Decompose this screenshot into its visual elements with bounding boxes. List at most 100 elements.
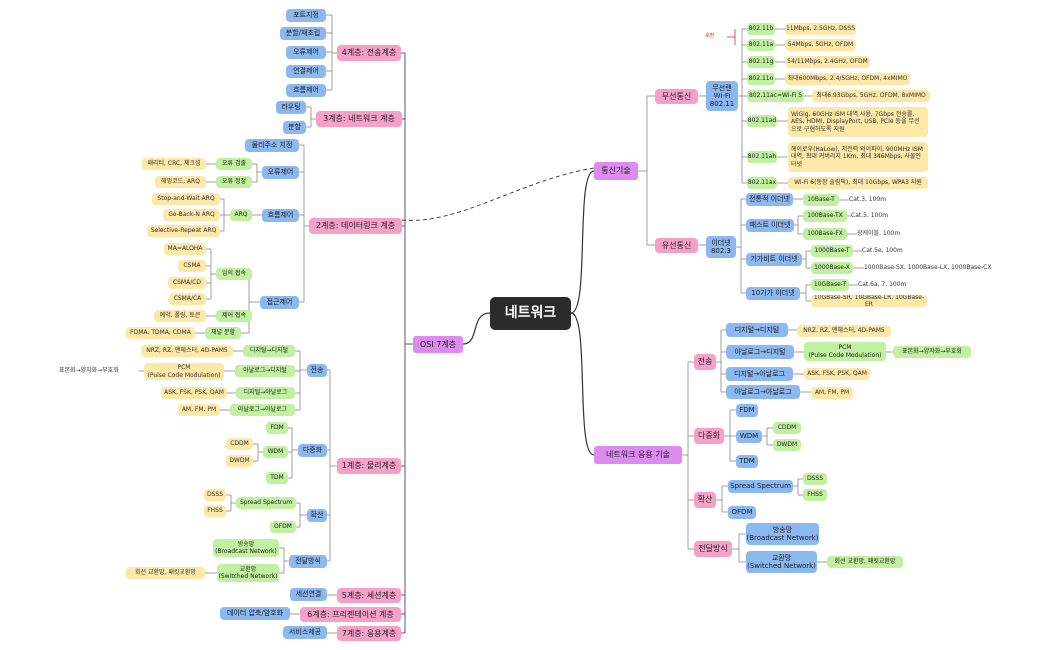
app-transmission[interactable]: 전송 — [694, 354, 716, 370]
app-ofdm[interactable]: OFDM — [728, 506, 756, 519]
app-aa[interactable]: 아날로그→아날로그 — [726, 385, 800, 399]
access-control[interactable]: 접근제어 — [260, 296, 299, 309]
l4-item[interactable]: 흐름제어 — [286, 84, 326, 97]
app-fdm[interactable]: FDM — [736, 404, 758, 417]
connector — [570, 170, 595, 314]
network-app-tech[interactable]: 네트워크 응용 기술 — [594, 446, 682, 464]
app-tdm[interactable]: TDM — [736, 455, 758, 468]
std-100basefx[interactable]: 100Base-FX — [803, 228, 847, 240]
wifi-std[interactable]: 802.11n — [747, 73, 775, 85]
l6-item[interactable]: 데이터 압축/암호화 — [220, 607, 290, 620]
layer3-network[interactable]: 3계층: 네트워크 계층 — [316, 111, 402, 127]
10g-ethernet[interactable]: 10기가 이더넷 — [746, 287, 800, 300]
std-10gbaset[interactable]: 10GBase-T — [811, 279, 849, 291]
flow-control[interactable]: 흐름제어 — [262, 209, 299, 222]
wifi-std[interactable]: 802.11g — [747, 56, 775, 68]
l5-item[interactable]: 세션연결 — [290, 588, 327, 601]
l1-ss[interactable]: Spread Spectrum — [236, 497, 296, 509]
l1-dd[interactable]: 디지털→디지털 — [243, 345, 295, 357]
app-spread[interactable]: 확산 — [694, 492, 716, 508]
l4-item[interactable]: 오류제어 — [286, 46, 326, 59]
l1-fdm[interactable]: FDM — [266, 422, 288, 434]
app-dd[interactable]: 디지털→디지털 — [726, 323, 788, 337]
l1-ofdm[interactable]: OFDM — [270, 521, 296, 533]
std-10g-other: 10GBase-SR, 10GBase-LR, 10GBase-ER — [811, 295, 927, 307]
wifi-desc: WiGig, 60GHz ISM 대역 사용, 7Gbps 전송률, AES, … — [788, 107, 928, 137]
l1-transmission[interactable]: 전송 — [307, 364, 327, 377]
l1-aa[interactable]: 아날로그→아날로그 — [230, 404, 295, 416]
l4-item[interactable]: 분할/재조립 — [280, 27, 326, 40]
wifi-std[interactable]: 802.11a — [747, 39, 775, 51]
legacy-ethernet[interactable]: 전통적 이더넷 — [746, 193, 793, 206]
wireless[interactable]: 무선통신 — [655, 89, 698, 104]
central-topic[interactable]: 네트워크 — [490, 297, 571, 330]
arq[interactable]: ARQ — [230, 209, 252, 221]
layer6-presentation[interactable]: 6계층: 프리젠테이션 계층 — [300, 607, 401, 622]
controlled-access[interactable]: 제어 접속 — [216, 310, 252, 322]
app-mux[interactable]: 다중화 — [694, 428, 724, 444]
layer7-application[interactable]: 7계층: 응용계층 — [337, 626, 401, 641]
arq-type: Go-Back-N ARQ — [163, 209, 220, 221]
l1-ad[interactable]: 아날로그→디지털 — [235, 365, 295, 377]
wifi-std[interactable]: 802.11ac=Wi-Fi 5 — [747, 90, 804, 102]
fast-ethernet[interactable]: 패스트 이더넷 — [746, 219, 794, 232]
std-10baset[interactable]: 10Base-T — [803, 194, 839, 206]
error-control[interactable]: 오류제어 — [262, 166, 299, 179]
layer5-session[interactable]: 5계층: 세션계층 — [337, 588, 401, 603]
app-pcm-desc: 표본화→양자화→부호화 — [893, 346, 971, 358]
l1-spread[interactable]: 확산 — [307, 509, 327, 522]
std-1000basex[interactable]: 1000Base-X — [811, 262, 853, 274]
controlled-desc: 예약, 폴링, 토큰 — [154, 310, 206, 322]
app-wdm[interactable]: WDM — [736, 430, 762, 443]
l1-wdm[interactable]: WDM — [263, 446, 288, 458]
connector — [462, 312, 491, 345]
l1-switched-desc: 회선 교환망, 패킷교환망 — [126, 567, 205, 579]
compat-tag: 호환 — [705, 33, 715, 40]
wifi-std[interactable]: 802.11ad — [747, 115, 777, 127]
arq-type: Stop-and-Wait ARQ — [152, 193, 220, 205]
app-method[interactable]: 전달방식 — [694, 541, 732, 557]
app-broadcast[interactable]: 방송망 (Broadcast Network) — [746, 523, 819, 545]
wifi[interactable]: 무선랜 Wi-Fi 802.11 — [706, 81, 738, 111]
comm-tech[interactable]: 통신기술 — [594, 162, 638, 180]
osi-7-layers[interactable]: OSI 7계층 — [413, 336, 463, 353]
l1-method[interactable]: 전달방식 — [289, 555, 327, 568]
error-detect[interactable]: 오류 검출 — [216, 158, 252, 170]
app-switched[interactable]: 교환망 (Switched Network) — [746, 551, 817, 573]
wifi-std[interactable]: 802.11b — [747, 23, 775, 35]
l1-mux[interactable]: 다중화 — [298, 444, 327, 457]
error-correct[interactable]: 오류 정정 — [216, 176, 252, 188]
gigabit-ethernet[interactable]: 기가비트 이더넷 — [746, 253, 802, 266]
wired[interactable]: 유선통신 — [655, 238, 698, 253]
l3-item[interactable]: 라우팅 — [276, 101, 306, 114]
std-1000baset[interactable]: 1000Base-T — [811, 245, 853, 257]
wifi-desc: 헤이로우(HaLow), 저전력 와이파이, 900MHz ISM 대역, 최대… — [788, 142, 928, 172]
channel-split[interactable]: 채널 분할 — [205, 327, 241, 339]
l1-aa-desc: AM, FM, PM — [178, 404, 220, 416]
app-ad[interactable]: 아날로그→디지털 — [726, 345, 794, 359]
std-100basetx[interactable]: 100Base-TX — [803, 210, 847, 222]
l1-broadcast[interactable]: 방송망 (Broadcast Network) — [213, 539, 279, 557]
l7-item[interactable]: 서비스제공 — [283, 626, 327, 639]
std-10gbaset-desc: Cat.6a, 7, 100m — [858, 281, 907, 289]
l1-da[interactable]: 디지털→아날로그 — [236, 387, 295, 399]
app-da[interactable]: 디지털→아날로그 — [726, 367, 793, 381]
layer1-physical[interactable]: 1계층: 물리계층 — [337, 458, 401, 474]
app-ss[interactable]: Spread Spectrum — [728, 480, 793, 493]
l1-tdm[interactable]: TDM — [266, 472, 288, 484]
layer4-transport[interactable]: 4계층: 전송계층 — [337, 45, 401, 61]
phys-addr[interactable]: 물리주소 지정 — [245, 139, 299, 152]
l3-item[interactable]: 분할 — [283, 121, 306, 134]
l4-item[interactable]: 연결제어 — [286, 65, 326, 78]
layer2-datalink[interactable]: 2계층: 데이터링크 계층 — [309, 218, 402, 234]
l1-switched[interactable]: 교환망 (Switched Network) — [217, 564, 279, 582]
random-item: MA=ALOHA — [164, 243, 206, 255]
wifi-std[interactable]: 802.11ah — [747, 151, 777, 163]
random-access[interactable]: 임의 접속 — [216, 268, 252, 280]
l4-item[interactable]: 포트지정 — [286, 9, 326, 22]
wifi-std[interactable]: 802.11ax — [747, 177, 777, 189]
app-fhss: FHSS — [803, 489, 827, 501]
app-pcm[interactable]: PCM (Pulse Code Modulation) — [804, 342, 886, 361]
ethernet[interactable]: 이더넷 802.3 — [706, 236, 736, 258]
